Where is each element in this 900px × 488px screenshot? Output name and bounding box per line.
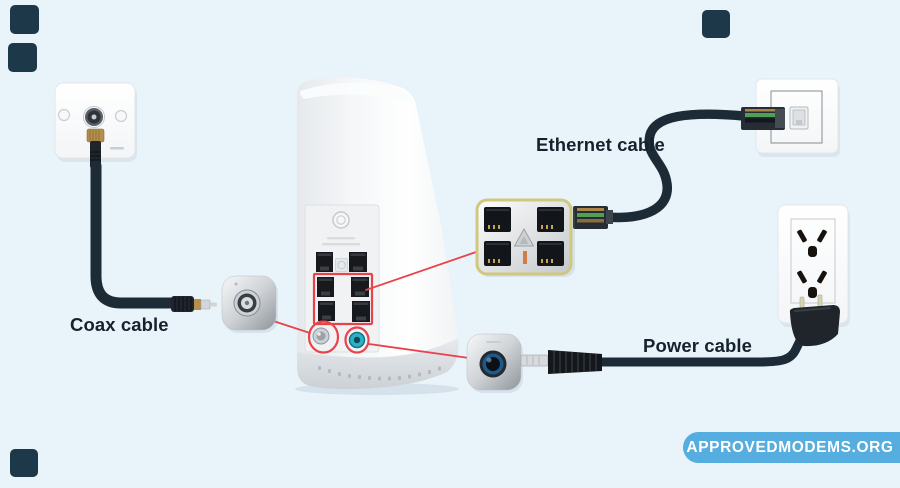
- coax-connector-inset: [221, 275, 278, 333]
- f-connector-icon: [194, 299, 201, 310]
- dc-barrel-plug-icon: [520, 350, 602, 374]
- ethernet-ports-icon: [316, 252, 370, 322]
- power-plug: [789, 294, 840, 347]
- screw-hole-icon: [114, 109, 128, 123]
- ethernet-cable: [601, 109, 749, 223]
- ethernet-cable-label: Ethernet cable: [536, 134, 665, 155]
- watermark-badge-text: APPROVEDMODEMS.ORG: [686, 438, 894, 456]
- splitter-port-icon: [484, 207, 511, 232]
- screw-hole-icon: [57, 108, 71, 122]
- coax-cable: [86, 128, 217, 312]
- modem-rear: [295, 77, 459, 395]
- port-group-highlight: [307, 272, 374, 354]
- decor-square: [10, 5, 39, 34]
- power-cable-label: Power cable: [643, 335, 753, 356]
- coax-wall-outlet: [54, 82, 137, 162]
- modem-base: [297, 338, 459, 390]
- watermark-badge: APPROVEDMODEMS.ORG: [683, 432, 900, 463]
- rj45-connector-icon: [741, 107, 785, 130]
- highlight-rectangle: [312, 272, 374, 326]
- modem-coax-port-icon: [312, 327, 330, 345]
- power-outlet: [777, 204, 850, 327]
- rj45-connector-icon: [573, 206, 613, 229]
- coax-port-highlight-circle: [307, 320, 340, 354]
- decor-square: [8, 43, 37, 72]
- socket-icon: [797, 270, 827, 298]
- socket-icon: [797, 229, 827, 257]
- power-connector-inset: [466, 333, 523, 393]
- decor-square: [702, 10, 730, 38]
- reset-button-icon: [332, 211, 350, 229]
- ethernet-splitter-inset: [475, 198, 575, 277]
- splitter-port-icon: [537, 207, 564, 232]
- modem-power-port-icon: [347, 330, 367, 350]
- splitter-port-icon: [537, 241, 564, 266]
- splitter-port-icon: [484, 241, 511, 266]
- power-port-highlight-circle: [344, 326, 370, 354]
- vent-dots-icon: [318, 366, 441, 381]
- coax-cable-label: Coax cable: [70, 314, 169, 335]
- decor-square: [10, 449, 38, 477]
